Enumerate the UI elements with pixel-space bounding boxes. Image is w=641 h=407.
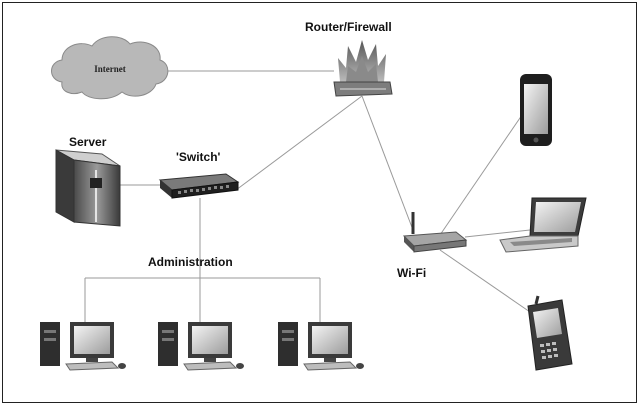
desktop-computer-icon [278, 322, 364, 371]
server-label: Server [69, 135, 107, 149]
cloud-icon: Internet [51, 36, 169, 100]
laptop-icon [499, 197, 587, 253]
line-router-wifi [361, 95, 414, 231]
switch-icon [158, 173, 240, 199]
administration-label: Administration [148, 255, 233, 269]
line-wifi-phone [439, 114, 523, 236]
wifi-router-icon [402, 212, 468, 253]
wifi-label: Wi-Fi [397, 266, 427, 280]
connection-lines [84, 70, 531, 322]
internet-label: Internet [94, 64, 126, 74]
desktop-computer-icon [40, 322, 126, 371]
line-router-switch [235, 95, 363, 191]
line-wifi-pda [439, 249, 531, 313]
firewall-icon [333, 40, 393, 97]
server-icon [55, 149, 121, 227]
desktop-computer-icon [158, 322, 244, 371]
pda-icon [527, 295, 573, 371]
switch-label: 'Switch' [176, 150, 221, 164]
smartphone-icon [520, 74, 552, 146]
line-wifi-laptop [464, 229, 531, 238]
router-firewall-label: Router/Firewall [305, 20, 392, 34]
